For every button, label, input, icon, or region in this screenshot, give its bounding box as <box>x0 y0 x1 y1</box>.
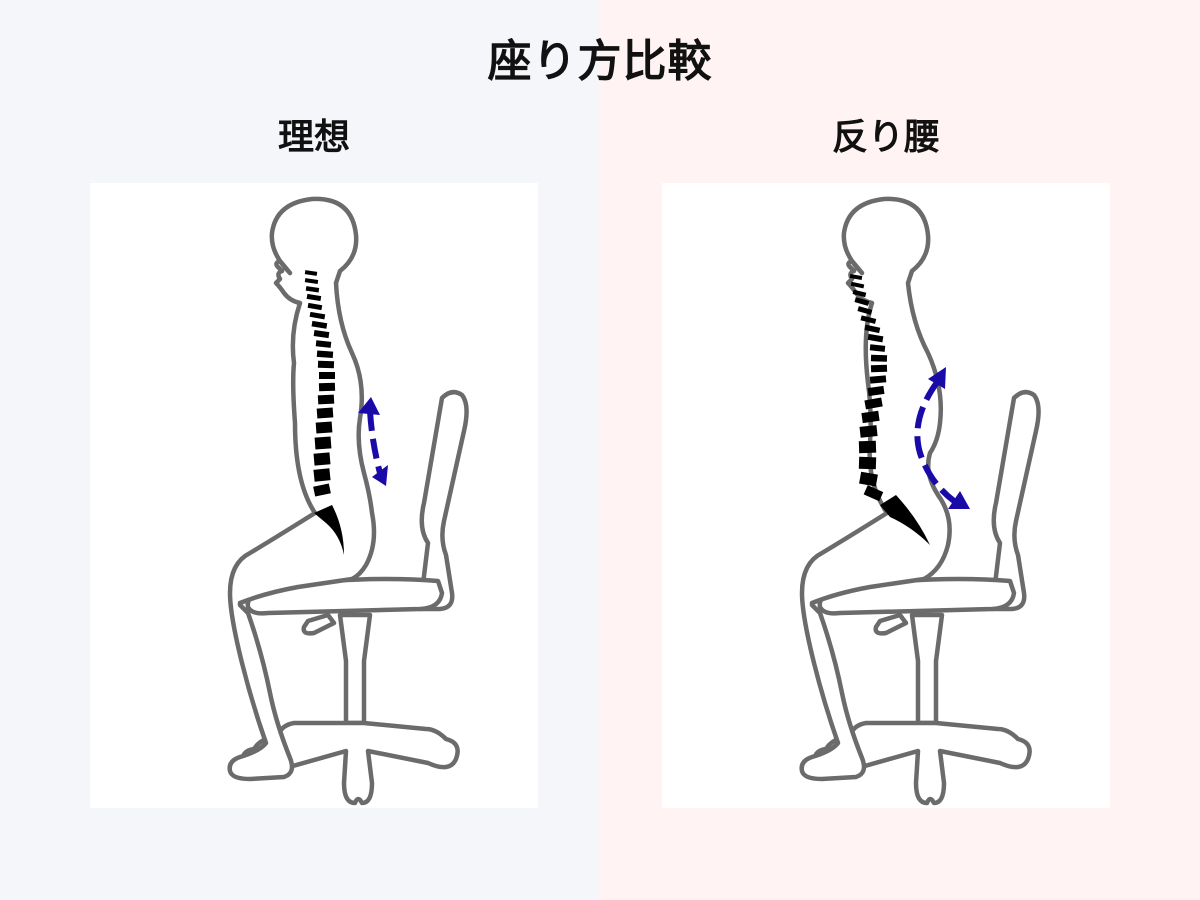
double-arrow-icon <box>358 397 388 486</box>
office-chair-icon <box>240 389 469 806</box>
ideal-posture-illustration <box>227 196 469 806</box>
arched-back-illustration <box>799 196 1041 806</box>
seated-person-icon <box>227 196 377 782</box>
spine-icon <box>849 273 930 545</box>
spine-icon <box>304 270 344 555</box>
curved-double-arrow-icon <box>914 367 970 509</box>
column-title-ideal: 理想 <box>277 117 350 158</box>
column-title-arched-back: 反り腰 <box>831 117 940 158</box>
ideal-posture-panel <box>90 183 538 808</box>
page-title: 座り方比較 <box>487 36 713 87</box>
arched-back-panel <box>662 183 1110 808</box>
